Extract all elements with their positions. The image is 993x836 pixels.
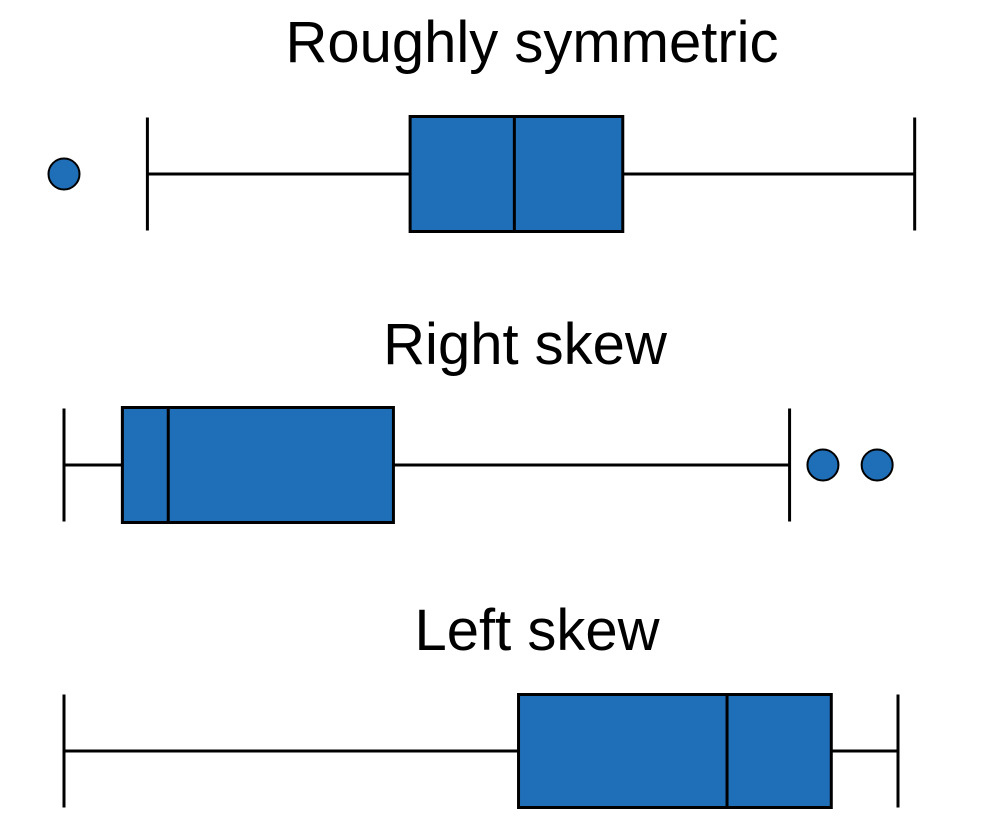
boxplot-symmetric [47,115,917,233]
iqr-box [120,406,395,524]
outlier-point [47,157,81,191]
panel-title-left-skew: Left skew [415,598,661,663]
boxplot-left-skew [62,693,900,809]
outlier-point [860,448,894,482]
iqr-box [517,693,833,809]
outlier-point [806,448,840,482]
boxplot-right-skew [62,406,894,524]
iqr-box [408,115,625,233]
panel-title-symmetric: Roughly symmetric [285,10,778,75]
panel-title-right-skew: Right skew [383,312,668,377]
